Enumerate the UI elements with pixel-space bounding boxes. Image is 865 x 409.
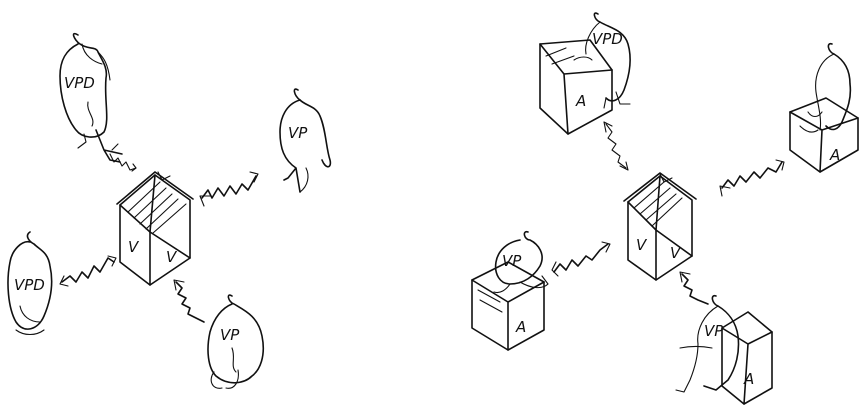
left-figure-top: VPD (59, 32, 123, 163)
right-arrow-bottom (681, 273, 709, 305)
left-figure-left-label: VPD (14, 276, 45, 294)
left-figure-right: VP (279, 88, 332, 193)
right-arrows (551, 121, 785, 305)
right-figure-left: A VP (471, 230, 549, 351)
right-figure-right-box-label: A (829, 146, 840, 164)
right-figure-bottom-box-label: A (743, 370, 754, 388)
right-house-label-1: V (636, 236, 648, 254)
left-house-label-1: V (128, 238, 140, 256)
right-figure-left-box-label: A (515, 318, 526, 336)
left-arrows (59, 153, 259, 323)
right-arrow-left (553, 243, 609, 273)
left-figure-top-label: VPD (64, 74, 95, 92)
left-figure-bottom-label: VP (220, 326, 240, 344)
right-arrow-right (721, 161, 783, 189)
right-house: V V (623, 172, 697, 281)
left-figure-left: VPD (7, 231, 53, 336)
right-arrow-top (605, 123, 627, 169)
left-figure-bottom: VP (207, 294, 265, 389)
left-house: V V (116, 171, 194, 286)
left-figure-right-label: VP (288, 124, 308, 142)
left-house-label-2: V (166, 248, 178, 266)
right-figure-top-label: VPD (592, 30, 623, 48)
right-figure-left-label: VP (502, 252, 522, 270)
right-figure-top-box-label: A (575, 92, 586, 110)
right-figure-top: A VPD (539, 12, 631, 135)
left-arrow-right (201, 175, 257, 199)
right-figure-bottom-label: VP (704, 322, 724, 340)
left-diagram: V V VPD VP VPD VP (7, 32, 332, 389)
right-figure-bottom: A VP (675, 294, 773, 405)
left-arrow-top (109, 153, 137, 171)
left-arrow-bottom (175, 281, 205, 323)
right-house-label-2: V (670, 244, 682, 262)
right-diagram: V V A VPD A A (471, 12, 859, 405)
right-figure-right: A (789, 42, 859, 173)
left-arrow-left (61, 257, 115, 283)
